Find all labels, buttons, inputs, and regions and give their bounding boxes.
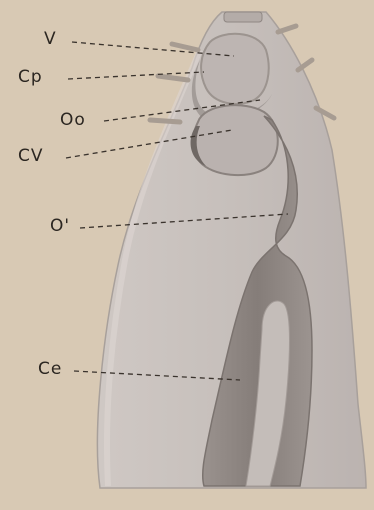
label-cp: Cp <box>18 69 43 86</box>
label-o-prime: O' <box>50 218 70 235</box>
label-oo: Oo <box>60 112 86 129</box>
label-cv: CV <box>18 148 44 165</box>
upper-vesicle <box>201 34 269 104</box>
contractile-vesicle <box>193 105 278 175</box>
label-ce: Ce <box>38 361 62 378</box>
label-v: V <box>44 31 57 48</box>
apical-cap <box>224 12 262 22</box>
